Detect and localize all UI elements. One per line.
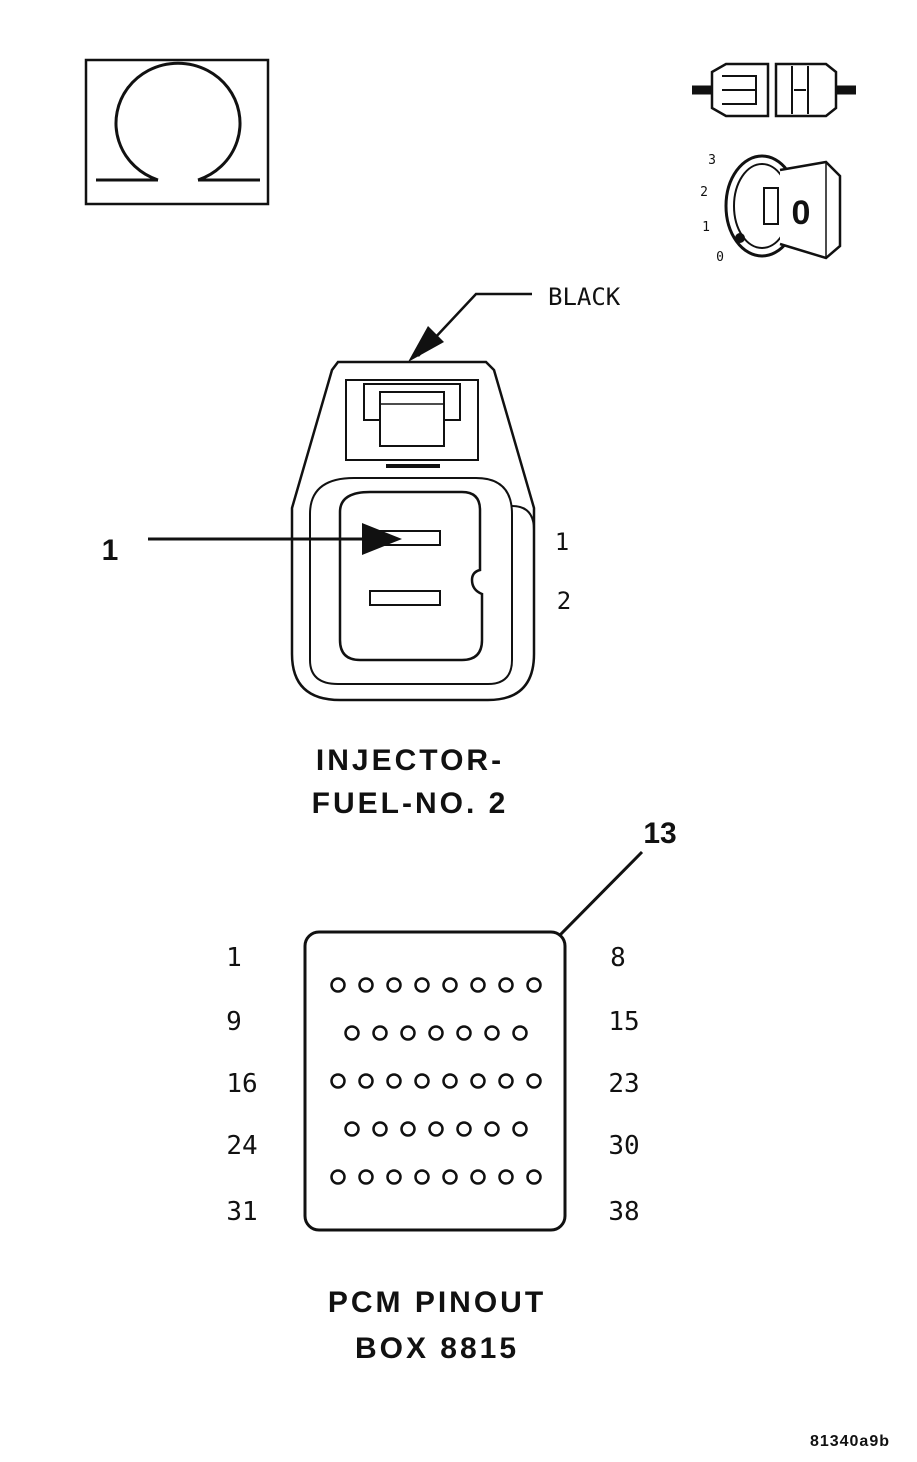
- pcm-pin-33: [386, 1169, 402, 1185]
- pcm-pin-15: [512, 1025, 528, 1041]
- pcm-pin-22: [498, 1073, 514, 1089]
- pcm-pin-8: [526, 977, 542, 993]
- pcm-pin-7: [498, 977, 514, 993]
- pcm-pinout-box: [303, 930, 567, 1232]
- pcm-pin-12: [428, 1025, 444, 1041]
- pin-callout-label: 1: [102, 534, 119, 567]
- pcm-pin-32: [358, 1169, 374, 1185]
- pcm-pin-13: [456, 1025, 472, 1041]
- ohmmeter-icon: [84, 58, 270, 206]
- wire-color-callout: BLACK: [408, 283, 621, 362]
- pcm-pin-19: [414, 1073, 430, 1089]
- pcm-pin-29: [484, 1121, 500, 1137]
- pcm-title-line2: BOX 8815: [355, 1332, 519, 1365]
- wire-color-label: BLACK: [548, 283, 621, 311]
- pcm-pin-38: [526, 1169, 542, 1185]
- pcm-pin-28: [456, 1121, 472, 1137]
- pcm-pin-34: [414, 1169, 430, 1185]
- terminal-cavity-2: [369, 590, 441, 606]
- pcm-right-label-15: 15: [608, 1007, 639, 1037]
- pcm-pin-11: [400, 1025, 416, 1041]
- pcm-right-label-30: 30: [608, 1131, 639, 1161]
- pin-label-1: 1: [555, 528, 569, 556]
- pcm-pin-36: [470, 1169, 486, 1185]
- pcm-pin-2: [358, 977, 374, 993]
- pcm-pin-18: [386, 1073, 402, 1089]
- pcm-pin-31: [330, 1169, 346, 1185]
- pcm-left-label-31: 31: [226, 1197, 257, 1227]
- pcm-pin-26: [400, 1121, 416, 1137]
- pcm-right-label-38: 38: [608, 1197, 639, 1227]
- pin-label-2: 2: [557, 587, 571, 615]
- pin-callout-1: 1: [102, 523, 402, 567]
- pcm-pin-14: [484, 1025, 500, 1041]
- injector-title-line1: INJECTOR-: [316, 744, 504, 777]
- pcm-right-label-23: 23: [608, 1069, 639, 1099]
- pcm-pin-37: [498, 1169, 514, 1185]
- pcm-pin-10: [372, 1025, 388, 1041]
- pcm-title-line1: PCM PINOUT: [328, 1286, 546, 1319]
- pcm-left-label-24: 24: [226, 1131, 257, 1161]
- pcm-pin-16: [330, 1073, 346, 1089]
- pcm-pin-3: [386, 977, 402, 993]
- disconnect-connector-icon: [692, 62, 856, 118]
- pcm-pin-5: [442, 977, 458, 993]
- ignition-key-icon: 3 2 1 0 0: [700, 153, 842, 265]
- pcm-pin-27: [428, 1121, 444, 1137]
- key-glyph: 0: [792, 194, 811, 232]
- pcm-pin-9: [344, 1025, 360, 1041]
- pcm-pin-35: [442, 1169, 458, 1185]
- figure-id: 81340a9b: [810, 1433, 890, 1450]
- pcm-pin-1: [330, 977, 346, 993]
- pcm-pin-4: [414, 977, 430, 993]
- pcm-pin-21: [470, 1073, 486, 1089]
- ignition-position-0: 0: [716, 250, 724, 265]
- pcm-pin-23: [526, 1073, 542, 1089]
- injector-connector: [290, 360, 536, 702]
- pcm-callout-label: 13: [643, 817, 676, 850]
- ignition-position-3: 3: [708, 153, 716, 168]
- pcm-pin-30: [512, 1121, 528, 1137]
- pcm-pin-6: [470, 977, 486, 993]
- pcm-right-label-8: 8: [610, 943, 626, 973]
- pcm-pin-17: [358, 1073, 374, 1089]
- pcm-left-label-16: 16: [226, 1069, 257, 1099]
- pcm-pin-20: [442, 1073, 458, 1089]
- injector-title-line2: FUEL-NO. 2: [312, 787, 509, 820]
- pcm-pin-24: [344, 1121, 360, 1137]
- ignition-position-1: 1: [702, 220, 710, 235]
- pcm-left-label-9: 9: [226, 1007, 242, 1037]
- pcm-pin-grid: [330, 977, 542, 1185]
- pcm-left-label-1: 1: [226, 943, 242, 973]
- ignition-position-2: 2: [700, 185, 708, 200]
- pcm-pin-25: [372, 1121, 388, 1137]
